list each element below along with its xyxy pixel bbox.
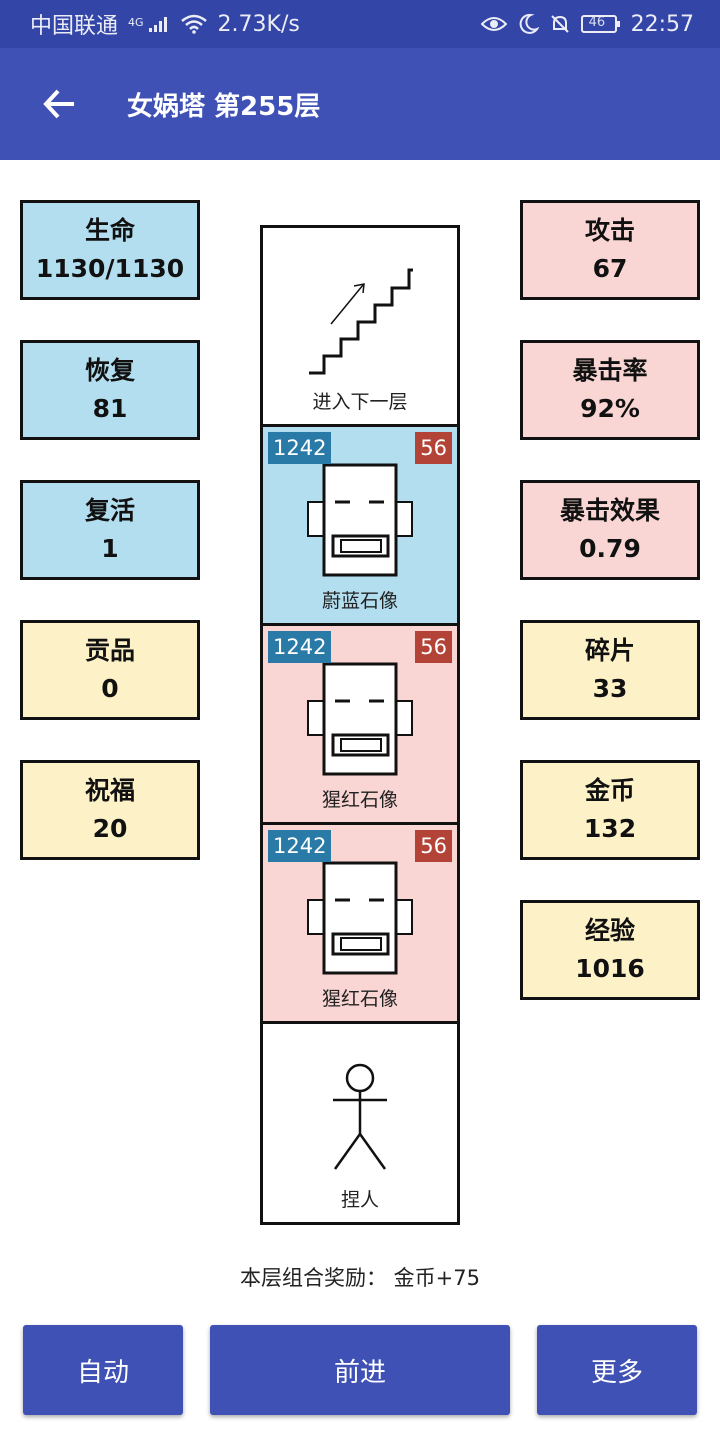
carrier-name: 中国联通 xyxy=(30,14,119,39)
battery-icon: 46 xyxy=(580,14,621,34)
cell-label: 蔚蓝石像 xyxy=(321,590,398,612)
stat-value: 132 xyxy=(583,814,637,843)
app-bar: 女娲塔 第255层 xyxy=(0,48,720,160)
network-speed: 2.73K/s xyxy=(217,11,300,37)
stat-hp: 生命 1130/1130 xyxy=(20,200,200,300)
floor-bonus-text: 本层组合奖励： 金币+75 xyxy=(240,1266,480,1290)
stat-value: 1016 xyxy=(575,954,645,983)
stat-revive: 复活 1 xyxy=(20,480,200,580)
wifi-icon xyxy=(180,14,208,34)
page-title: 女娲塔 第255层 xyxy=(127,91,321,122)
stat-value: 81 xyxy=(92,394,128,423)
cell-label: 猩红石像 xyxy=(321,789,398,811)
stat-value: 0 xyxy=(101,674,119,703)
stone-statue-icon xyxy=(307,662,413,776)
stat-crit-effect: 暴击效果 0.79 xyxy=(520,480,700,580)
stat-label: 金币 xyxy=(584,776,635,805)
tower: 进入下一层 1242 56 蔚蓝石像 1242 56 猩红石像 xyxy=(260,225,460,1225)
stat-value: 1 xyxy=(101,534,119,563)
stat-label: 碎片 xyxy=(584,636,635,665)
stat-label: 生命 xyxy=(84,216,135,245)
stat-label: 贡品 xyxy=(84,636,135,665)
tower-cell-stairs[interactable]: 进入下一层 xyxy=(263,228,457,427)
stat-gold: 金币 132 xyxy=(520,760,700,860)
stick-figure-icon xyxy=(333,1063,387,1170)
moon-icon xyxy=(517,13,539,35)
stat-value: 20 xyxy=(92,814,128,843)
status-right: 46 22:57 xyxy=(480,11,694,37)
clock: 22:57 xyxy=(630,11,694,37)
battery-level: 46 xyxy=(588,15,606,30)
tower-cell-player[interactable]: 捏人 xyxy=(263,1024,457,1222)
signal-icon xyxy=(148,15,170,33)
back-button[interactable] xyxy=(25,69,95,139)
attack-badge: 56 xyxy=(415,631,452,663)
stat-label: 暴击率 xyxy=(572,356,648,385)
attack-badge: 56 xyxy=(415,830,452,862)
tower-cell-enemy[interactable]: 1242 56 猩红石像 xyxy=(263,825,457,1024)
status-bar: 中国联通 4G 2.73K/s 46 22:57 xyxy=(0,0,720,48)
arrow-left-icon xyxy=(43,89,74,119)
hp-badge: 1242 xyxy=(268,631,332,663)
stat-value: 0.79 xyxy=(579,534,641,563)
stat-label: 暴击效果 xyxy=(559,496,660,525)
network-type: 4G xyxy=(128,16,144,29)
stat-value: 92% xyxy=(580,394,640,423)
stat-tribute: 贡品 0 xyxy=(20,620,200,720)
stat-blessing: 祝福 20 xyxy=(20,760,200,860)
cell-label: 捏人 xyxy=(340,1189,379,1211)
hp-badge: 1242 xyxy=(268,830,332,862)
stat-attack: 攻击 67 xyxy=(520,200,700,300)
bell-off-icon xyxy=(549,13,571,35)
stone-statue-icon xyxy=(307,861,413,975)
stat-label: 经验 xyxy=(584,916,635,945)
tower-cell-enemy[interactable]: 1242 56 蔚蓝石像 xyxy=(263,427,457,626)
tower-cell-enemy[interactable]: 1242 56 猩红石像 xyxy=(263,626,457,825)
stat-fragments: 碎片 33 xyxy=(520,620,700,720)
stat-crit-rate: 暴击率 92% xyxy=(520,340,700,440)
stat-regen: 恢复 81 xyxy=(20,340,200,440)
stat-exp: 经验 1016 xyxy=(520,900,700,1000)
forward-button[interactable]: 前进 xyxy=(210,1325,510,1415)
more-button[interactable]: 更多 xyxy=(537,1325,697,1415)
stone-statue-icon xyxy=(307,463,413,577)
stat-label: 祝福 xyxy=(84,776,135,805)
cell-label: 进入下一层 xyxy=(312,391,408,413)
stat-label: 恢复 xyxy=(84,356,135,385)
status-left: 中国联通 4G 2.73K/s xyxy=(30,8,300,40)
attack-badge: 56 xyxy=(415,432,452,464)
stat-label: 攻击 xyxy=(584,216,635,245)
eye-icon xyxy=(480,15,507,33)
cell-label: 猩红石像 xyxy=(321,988,398,1010)
auto-button[interactable]: 自动 xyxy=(23,1325,183,1415)
hp-badge: 1242 xyxy=(268,432,332,464)
stairs-icon xyxy=(309,268,413,375)
stat-value: 67 xyxy=(592,254,628,283)
stat-label: 复活 xyxy=(84,496,135,525)
stat-value: 1130/1130 xyxy=(35,254,185,283)
stat-value: 33 xyxy=(592,674,628,703)
